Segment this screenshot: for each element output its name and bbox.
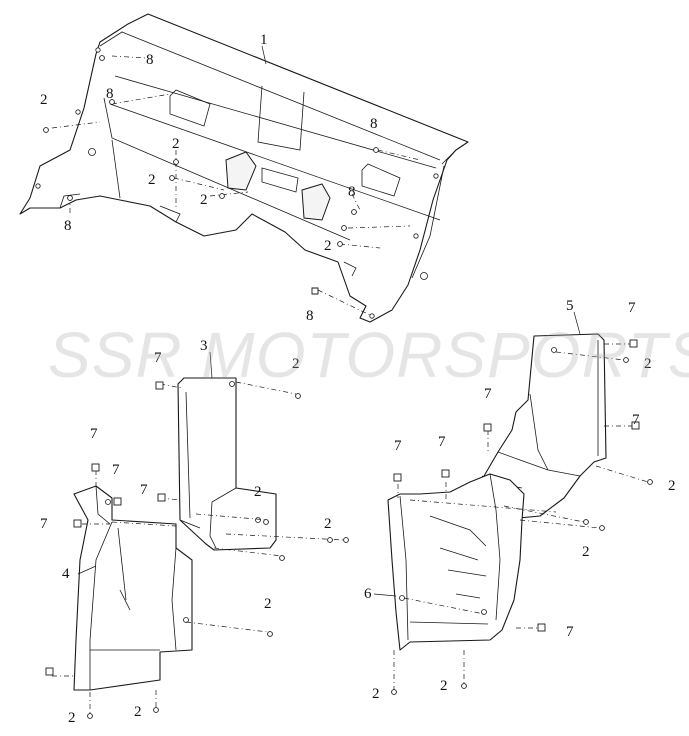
callout-3: 3 — [200, 338, 208, 354]
callout-labels: 1 8 8 8 8 8 8 2 2 2 2 2 3 2 7 7 7 7 7 2 … — [40, 32, 676, 726]
part-1-rear-panel — [19, 13, 469, 323]
callout-5: 5 — [566, 298, 574, 314]
callout-1: 1 — [260, 32, 268, 48]
callout-7: 7 — [90, 426, 98, 442]
callout-2: 2 — [644, 356, 652, 372]
callout-8: 8 — [64, 218, 72, 234]
callout-2: 2 — [324, 516, 332, 532]
part-6-lower-panel — [387, 473, 525, 651]
part-3-side-panel — [177, 377, 277, 551]
part-4-lower-panel — [73, 485, 193, 691]
callout-8: 8 — [146, 52, 154, 68]
callout-2: 2 — [372, 686, 380, 702]
callout-8: 8 — [306, 308, 314, 324]
callout-6: 6 — [364, 586, 372, 602]
callout-8: 8 — [348, 184, 356, 200]
callout-7: 7 — [154, 350, 162, 366]
callout-7: 7 — [484, 386, 492, 402]
callout-2: 2 — [134, 704, 142, 720]
callout-2: 2 — [172, 136, 180, 152]
callout-2: 2 — [200, 192, 208, 208]
fasteners — [43, 55, 653, 719]
leader-lines — [77, 45, 581, 597]
callout-7: 7 — [632, 412, 640, 428]
callout-7: 7 — [566, 624, 574, 640]
callout-2: 2 — [68, 710, 76, 726]
callout-7: 7 — [438, 434, 446, 450]
callout-8: 8 — [370, 116, 378, 132]
callout-2: 2 — [324, 238, 332, 254]
callout-7: 7 — [112, 462, 120, 478]
callout-2: 2 — [440, 678, 448, 694]
callout-2: 2 — [668, 478, 676, 494]
callout-2: 2 — [582, 544, 590, 560]
callout-2: 2 — [148, 172, 156, 188]
callout-2: 2 — [254, 484, 262, 500]
callout-7: 7 — [40, 516, 48, 532]
callout-7: 7 — [628, 300, 636, 316]
callout-4: 4 — [62, 566, 70, 582]
callout-2: 2 — [264, 596, 272, 612]
callout-8: 8 — [106, 86, 114, 102]
callout-2: 2 — [292, 356, 300, 372]
callout-2: 2 — [40, 92, 48, 108]
callout-7: 7 — [140, 482, 148, 498]
callout-7: 7 — [394, 438, 402, 454]
